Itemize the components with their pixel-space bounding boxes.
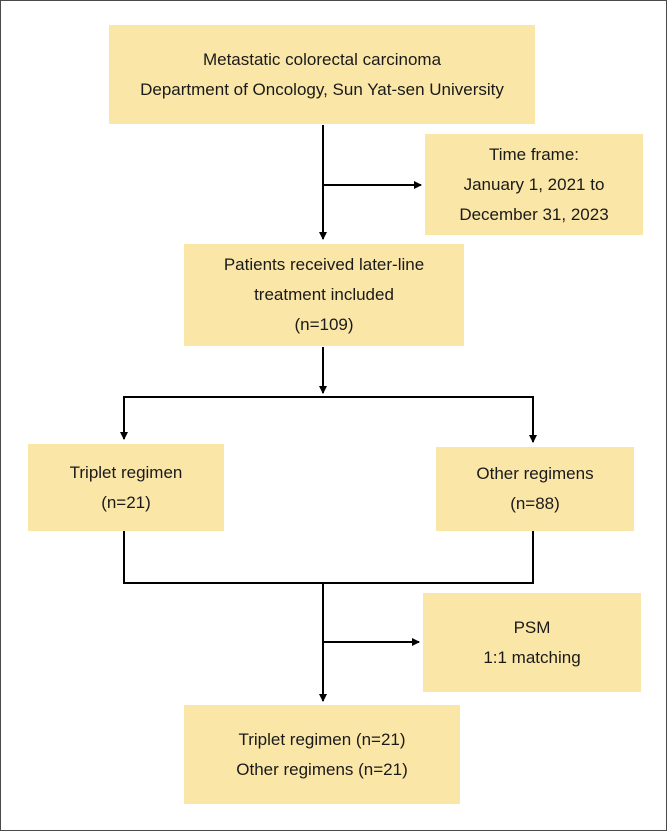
source-box: Metastatic colorectal carcinoma Departme… (109, 25, 535, 124)
other-line-2: (n=88) (510, 494, 560, 513)
other-regimens-box: Other regimens (n=88) (436, 447, 634, 531)
triplet-line-1: Triplet regimen (69, 462, 183, 482)
matched-box: Triplet regimen (n=21) Other regimens (n… (184, 705, 460, 804)
psm-box: PSM 1:1 matching (423, 593, 641, 692)
other-line-1: Other regimens (476, 464, 594, 483)
source-line-2: Department of Oncology, Sun Yat-sen Univ… (140, 79, 504, 99)
included-box: Patients received later-line treatment i… (184, 244, 464, 346)
psm-line-1: PSM (513, 617, 551, 637)
time-frame-box: Time frame: January 1, 2021 to December … (425, 134, 643, 235)
included-line-1: Patients received later-line (223, 255, 425, 274)
psm-line-2: 1:1 matching (483, 647, 581, 667)
triplet-regimen-box: Triplet regimen (n=21) (28, 444, 224, 531)
triplet-line-2: (n=21) (101, 492, 151, 512)
matched-line-1: Triplet regimen (n=21) (238, 729, 406, 749)
time-frame-line-1: Time frame: (488, 144, 580, 164)
time-frame-line-3: December 31, 2023 (459, 204, 609, 224)
time-frame-line-2: January 1, 2021 to (463, 174, 605, 194)
included-line-2: treatment included (254, 285, 394, 304)
matched-line-2: Other regimens (n=21) (236, 759, 408, 779)
included-line-3: (n=109) (294, 315, 354, 334)
source-line-1: Metastatic colorectal carcinoma (202, 49, 442, 69)
